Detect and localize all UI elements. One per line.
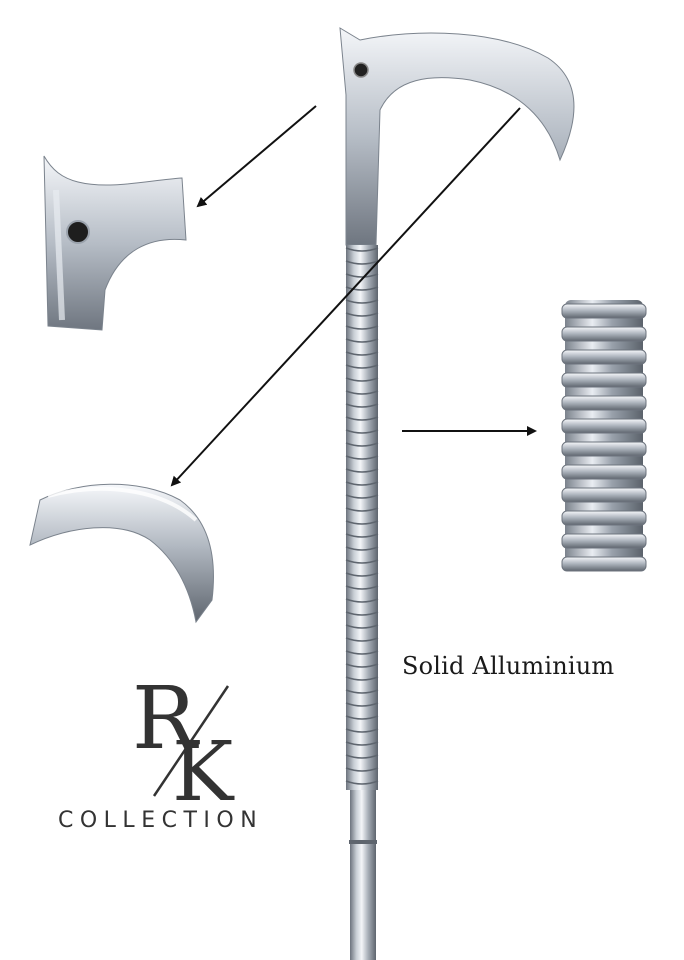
cane-rib: [345, 611, 379, 616]
cane-rib: [345, 468, 379, 473]
cane-lower-shaft: [350, 790, 376, 960]
cane-rib: [345, 325, 379, 330]
cane-rib: [345, 429, 379, 434]
cane-rib: [345, 585, 379, 590]
detail-handle-top: [43, 155, 187, 331]
cane-rib: [345, 351, 379, 356]
cane-rib: [345, 299, 379, 304]
grip-rib: [561, 464, 647, 480]
grip-rib: [561, 326, 647, 342]
cane-rib: [345, 364, 379, 369]
cane-rib: [345, 650, 379, 655]
cane-rib: [345, 702, 379, 707]
cane-rib: [345, 676, 379, 681]
logo-slash: [152, 685, 230, 797]
cane-rib: [345, 260, 379, 265]
cane-rib: [345, 507, 379, 512]
cane-rib: [345, 715, 379, 720]
cane-rib: [345, 767, 379, 772]
cane-rib: [345, 338, 379, 343]
cane-rib: [345, 559, 379, 564]
logo-wordmark: COLLECTION: [58, 808, 264, 833]
grip-ribs: [561, 303, 647, 572]
detail-grip: [561, 300, 647, 572]
grip-rib: [561, 487, 647, 503]
cane-rib: [345, 247, 379, 252]
cane-handle: [339, 27, 575, 246]
handle-hole: [353, 62, 369, 78]
grip-rib: [561, 303, 647, 319]
grip-rib: [561, 349, 647, 365]
grip-rib: [561, 533, 647, 549]
cane-rib: [345, 312, 379, 317]
grip-rib: [561, 556, 647, 572]
cane-rib: [345, 455, 379, 460]
cane-rib: [345, 520, 379, 525]
cane-collar: [349, 840, 377, 844]
cane-rib: [345, 728, 379, 733]
cane-rib: [345, 273, 379, 278]
cane-rib: [345, 481, 379, 486]
cane-rib: [345, 663, 379, 668]
detail-hole: [66, 220, 90, 244]
cane-rib: [345, 533, 379, 538]
grip-rib: [561, 372, 647, 388]
cane-rib: [345, 598, 379, 603]
cane-rib: [345, 624, 379, 629]
cane-rib: [345, 689, 379, 694]
grip-rib: [561, 441, 647, 457]
grip-rib: [561, 418, 647, 434]
arrow-to-handle-top: [196, 105, 317, 208]
cane-ribbed-section: [346, 245, 378, 790]
cane-rib: [345, 390, 379, 395]
cane-rib: [345, 377, 379, 382]
cane-rib: [345, 416, 379, 421]
cane-rib: [345, 494, 379, 499]
detail-hook-curve: [29, 483, 214, 624]
cane-rib: [345, 442, 379, 447]
cane-rib: [345, 637, 379, 642]
cane-ribs: [345, 247, 379, 785]
cane-rib: [345, 754, 379, 759]
grip-rib: [561, 395, 647, 411]
rk-logo: R K: [132, 669, 235, 820]
cane-rib: [345, 286, 379, 291]
cane-rib: [345, 780, 379, 785]
material-caption: Solid Alluminium: [402, 652, 615, 680]
cane-rib: [345, 741, 379, 746]
logo-letter-r: R: [132, 669, 199, 769]
cane-rib: [345, 572, 379, 577]
logo-letter-k: K: [172, 725, 235, 820]
cane-rib: [345, 546, 379, 551]
cane: [339, 27, 575, 960]
cane-rib: [345, 403, 379, 408]
grip-rib: [561, 510, 647, 526]
arrow-to-hook-curve: [170, 107, 521, 487]
